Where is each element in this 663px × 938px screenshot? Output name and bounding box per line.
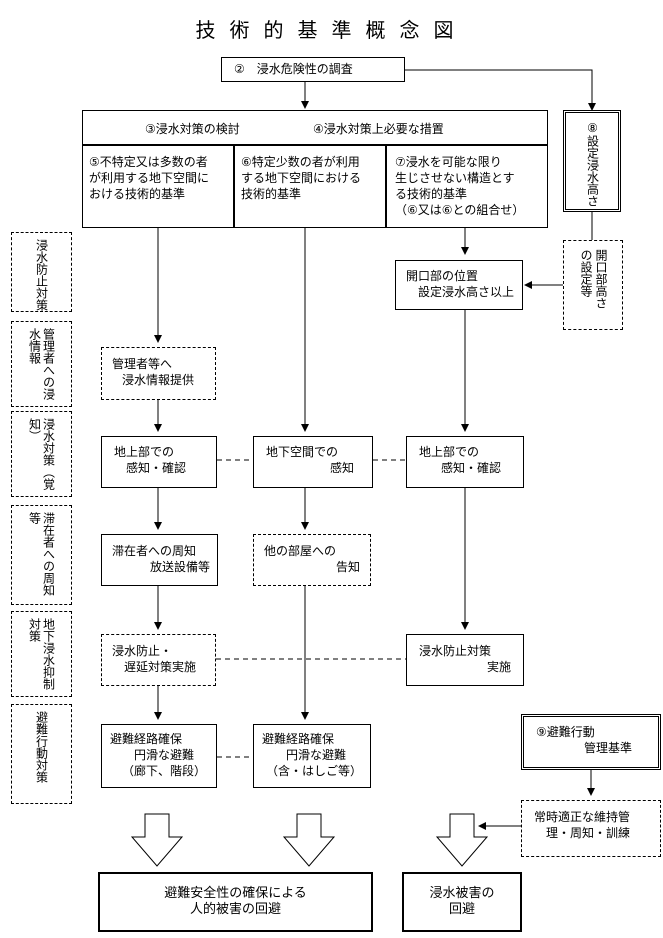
text: 感知・確認 bbox=[441, 461, 502, 475]
side-label-occupant-notice: 滞在者への周知等 bbox=[11, 505, 72, 605]
box-opening-position: 開口部の位置 設定浸水高さ以上 bbox=[395, 260, 523, 310]
box-measures: ③浸水対策の検討 ④浸水対策上必要な措置 bbox=[82, 110, 548, 145]
box-detection-above-ground-2: 地上部での 感知・確認 bbox=[406, 436, 524, 488]
text: 管理基準 bbox=[584, 741, 633, 755]
text: 理・周知・訓練 bbox=[546, 826, 631, 840]
text: 円滑な避難 bbox=[286, 748, 347, 762]
box-detection-underground: 地下空間での 感知 bbox=[253, 436, 373, 488]
side-label-evacuation: 避難行動対策 bbox=[11, 704, 72, 804]
text: （廊下、階段） bbox=[122, 764, 207, 778]
text: が利用する地下空間に bbox=[89, 171, 210, 185]
side-label-manager-info: 管理者への浸水情報 bbox=[11, 321, 72, 407]
text: ④浸水対策上必要な措置 bbox=[313, 122, 444, 136]
text: ⑧設定浸水高さ bbox=[585, 121, 600, 207]
text: ⑥特定少数の者が利用 bbox=[241, 155, 360, 169]
box-inundation-risk-survey: ② 浸水危険性の調査 bbox=[221, 57, 405, 82]
text: 避難経路確保 bbox=[110, 732, 183, 746]
box-result-inundation-damage-avoidance: 浸水被害の 回避 bbox=[402, 872, 522, 932]
text: 告知 bbox=[336, 560, 361, 574]
text: 浸水被害の bbox=[429, 886, 495, 901]
box-notify-other-rooms: 他の部屋への 告知 bbox=[253, 534, 371, 586]
box-evacuation-corridor: 避難経路確保 円滑な避難 （廊下、階段） bbox=[101, 724, 217, 788]
text: 他の部屋への bbox=[264, 544, 337, 558]
text: 実施 bbox=[487, 660, 512, 674]
box-prevention-measures: 浸水防止対策 実施 bbox=[406, 634, 524, 686]
box-set-inundation-height: ⑧設定浸水高さ bbox=[563, 110, 621, 212]
text: 円滑な避難 bbox=[134, 748, 195, 762]
text: の設定等 bbox=[579, 249, 593, 297]
text: 地上部での bbox=[114, 445, 175, 459]
text: （⑥又は⑥との組合せ） bbox=[395, 203, 525, 217]
text: る技術的基準 bbox=[395, 187, 468, 201]
box-info-to-managers: 管理者等へ 浸水情報提供 bbox=[101, 347, 216, 400]
box-evacuation-action-standard: ⑨避難行動 管理基準 bbox=[521, 714, 661, 770]
text: 浸水防止対策 bbox=[34, 239, 49, 311]
text: ⑦浸水を可能な限り bbox=[395, 155, 502, 169]
side-label-inundation-prevention: 浸水防止対策 bbox=[11, 232, 72, 312]
text: 常時適正な維持管 bbox=[534, 810, 631, 824]
text: 放送設備等 bbox=[150, 560, 211, 574]
text: 管理者等へ bbox=[112, 357, 173, 371]
text: 遅延対策実施 bbox=[124, 660, 197, 674]
text: ⑨避難行動 bbox=[536, 725, 595, 739]
text: 技術的基準 bbox=[241, 187, 302, 201]
text: 開口部の位置 bbox=[406, 269, 479, 283]
text: 浸水対策（覚知） bbox=[27, 418, 56, 490]
text: 滞在者への周知等 bbox=[27, 512, 56, 596]
box-detection-above-ground-1: 地上部での 感知・確認 bbox=[101, 436, 217, 488]
box-result-human-damage-avoidance: 避難安全性の確保による 人的被害の回避 bbox=[98, 872, 373, 932]
text: 生じさせない構造とす bbox=[395, 171, 515, 185]
text: 開口部高さ bbox=[594, 249, 608, 309]
text: 避難経路確保 bbox=[262, 732, 335, 746]
text: ③浸水対策の検討 bbox=[145, 122, 240, 136]
text: 感知・確認 bbox=[126, 461, 187, 475]
box-notify-occupants: 滞在者への周知 放送設備等 bbox=[101, 534, 218, 586]
text: 回避 bbox=[448, 902, 475, 917]
box-standard-unspecified-users: ⑤不特定又は多数の者 が利用する地下空間に おける技術的基準 bbox=[82, 145, 234, 228]
box-maintenance-training: 常時適正な維持管 理・周知・訓練 bbox=[521, 800, 661, 857]
text: 滞在者への周知 bbox=[112, 544, 197, 558]
box-standard-no-inundation-structure: ⑦浸水を可能な限り 生じさせない構造とす る技術的基準 （⑥又は⑥との組合せ） bbox=[386, 145, 548, 228]
text: 避難安全性の確保による bbox=[164, 886, 307, 901]
text: 浸水情報提供 bbox=[122, 373, 195, 387]
box-opening-height-setting: 開口部高さ の設定等 bbox=[563, 240, 623, 330]
text: 管理者への浸水情報 bbox=[27, 328, 56, 400]
text: 開口部高さ の設定等 bbox=[578, 249, 608, 329]
text: 地上部での bbox=[419, 445, 480, 459]
text: 感知 bbox=[330, 461, 355, 475]
diagram-title: 技術的基準概念図 bbox=[195, 18, 468, 42]
text: する地下空間における bbox=[241, 171, 362, 185]
side-label-awareness: 浸水対策（覚知） bbox=[11, 411, 72, 497]
text: ② 浸水危険性の調査 bbox=[234, 62, 353, 76]
side-label-underground-suppression: 地下浸水抑制対策 bbox=[11, 611, 72, 697]
text: （含・はしご等） bbox=[266, 764, 363, 778]
text: 設定浸水高さ以上 bbox=[418, 285, 515, 299]
text: おける技術的基準 bbox=[89, 187, 186, 201]
text: 人的被害の回避 bbox=[189, 902, 281, 917]
box-evacuation-ladder: 避難経路確保 円滑な避難 （含・はしご等） bbox=[253, 724, 371, 788]
box-standard-specified-users: ⑥特定少数の者が利用 する地下空間における 技術的基準 bbox=[234, 145, 386, 228]
text: 浸水防止対策 bbox=[419, 644, 492, 658]
text: ⑤不特定又は多数の者 bbox=[89, 155, 208, 169]
text: 浸水防止・ bbox=[112, 644, 173, 658]
text: 地下空間での bbox=[266, 445, 339, 459]
box-prevention-delay-measures: 浸水防止・ 遅延対策実施 bbox=[101, 634, 216, 686]
text: 避難行動対策 bbox=[34, 711, 49, 783]
text: 地下浸水抑制対策 bbox=[27, 618, 56, 690]
